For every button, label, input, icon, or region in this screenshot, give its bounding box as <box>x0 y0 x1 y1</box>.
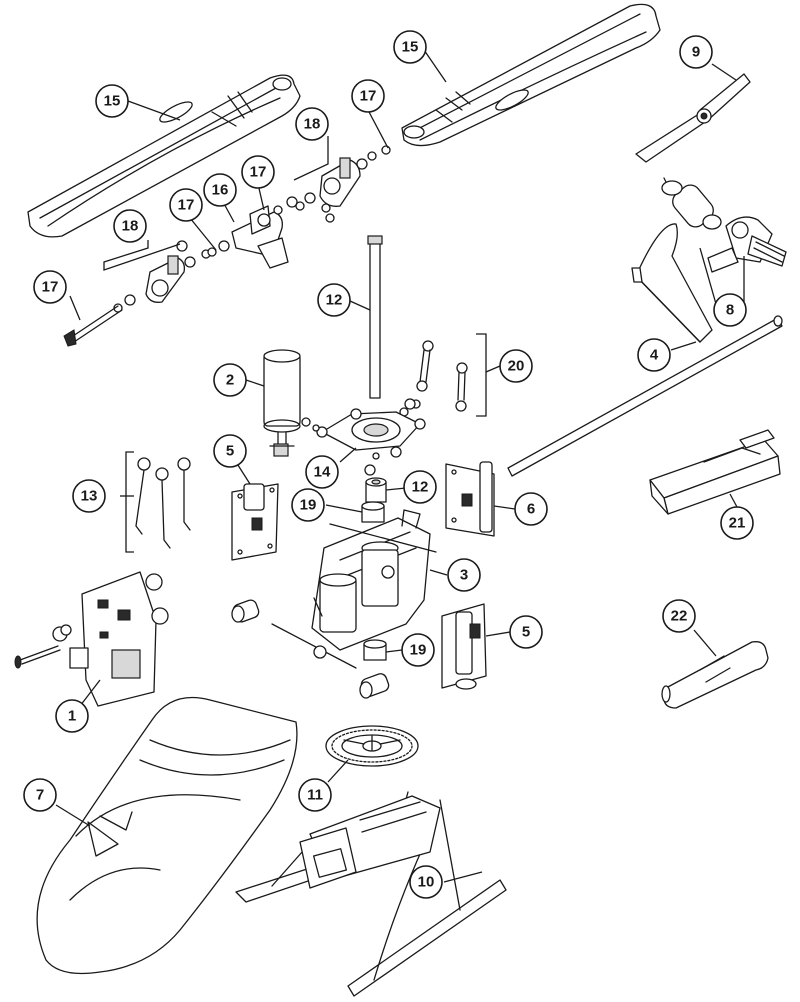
servo-right <box>445 461 495 537</box>
callout-16-hub: 16 <box>203 173 237 207</box>
callout-15-left-blade: 15 <box>95 84 129 118</box>
callout-15-right-blade: 15 <box>393 30 427 64</box>
svg-text:1: 1 <box>68 708 76 725</box>
bearing-12 <box>365 477 387 503</box>
callout-5-servo-lower: 5 <box>509 615 543 649</box>
bracket-20 <box>476 333 487 417</box>
servo-links <box>399 340 468 417</box>
svg-text:17: 17 <box>42 279 59 296</box>
callout-13-pushrods: 13 <box>72 479 106 513</box>
callout-17-upper: 17 <box>351 79 385 113</box>
svg-text:7: 7 <box>36 787 44 804</box>
tail-rotor <box>635 73 751 163</box>
canopy <box>36 696 298 975</box>
svg-text:20: 20 <box>508 358 525 375</box>
svg-text:8: 8 <box>726 302 734 319</box>
callout-22-screwdriver: 22 <box>662 599 696 633</box>
svg-text:10: 10 <box>418 874 435 891</box>
callout-10-landing-gear: 10 <box>409 865 443 899</box>
callout-12-bearing: 12 <box>403 470 437 504</box>
callout-5-servo-left: 5 <box>213 434 247 468</box>
callout-3-frame: 3 <box>447 558 481 592</box>
blade-grip-right <box>295 145 391 223</box>
callout-6-servo-right: 6 <box>514 492 548 526</box>
main-blade-left <box>27 74 301 238</box>
board-screw <box>14 624 72 669</box>
callout-9-tail-rotor: 9 <box>679 35 713 69</box>
tail-boom <box>507 315 783 477</box>
svg-text:21: 21 <box>729 515 746 532</box>
main-gear <box>325 725 419 767</box>
callout-20-links: 20 <box>499 349 533 383</box>
svg-text:5: 5 <box>522 624 530 641</box>
svg-text:13: 13 <box>81 488 98 505</box>
callout-2-motor: 2 <box>213 363 247 397</box>
svg-text:18: 18 <box>122 218 139 235</box>
svg-text:3: 3 <box>460 567 468 584</box>
callout-17-left: 17 <box>169 188 203 222</box>
callout-7-canopy: 7 <box>23 778 57 812</box>
battery <box>649 429 781 515</box>
svg-text:15: 15 <box>402 39 419 56</box>
callout-17-bolt: 17 <box>33 270 67 304</box>
svg-text:5: 5 <box>226 443 234 460</box>
tail-motor <box>661 177 722 230</box>
svg-text:9: 9 <box>692 44 700 61</box>
svg-text:12: 12 <box>326 292 343 309</box>
screwdriver <box>661 641 769 709</box>
svg-text:22: 22 <box>671 608 688 625</box>
callout-21-battery: 21 <box>720 506 754 540</box>
callout-18-right-grip: 18 <box>295 107 329 141</box>
pushrods <box>135 457 191 549</box>
landing-gear <box>235 791 507 997</box>
svg-text:11: 11 <box>307 787 323 804</box>
callout-12-main-shaft: 12 <box>317 283 351 317</box>
callout-4-fin: 4 <box>637 338 671 372</box>
servo-left <box>231 483 279 561</box>
vertical-fin <box>631 223 713 343</box>
svg-text:14: 14 <box>314 464 331 481</box>
main-motor <box>263 349 301 457</box>
bolt-left <box>63 305 123 347</box>
bracket-13 <box>125 451 134 553</box>
svg-text:4: 4 <box>650 347 659 364</box>
callout-1-board: 1 <box>55 699 89 733</box>
pinion-lower <box>359 673 390 699</box>
leader-lines <box>55 46 745 883</box>
svg-text:12: 12 <box>412 479 429 496</box>
pinion-left <box>231 599 260 623</box>
main-shaft <box>367 235 383 399</box>
svg-text:17: 17 <box>360 88 377 105</box>
svg-text:17: 17 <box>250 164 267 181</box>
svg-text:17: 17 <box>178 197 195 214</box>
tail-motor-mount <box>707 216 787 273</box>
callout-8-tail-motor: 8 <box>713 293 747 327</box>
svg-text:2: 2 <box>226 372 234 389</box>
callout-19-lower: 19 <box>401 633 435 667</box>
svg-text:19: 19 <box>410 642 427 659</box>
callout-11-main-gear: 11 <box>298 778 332 812</box>
swashplate <box>301 398 426 476</box>
servo-lower <box>441 603 487 690</box>
svg-text:6: 6 <box>527 501 535 518</box>
callout-14-swashplate: 14 <box>305 455 339 489</box>
bearing-19-upper <box>361 501 385 523</box>
callout-18-left-grip: 18 <box>113 209 147 243</box>
svg-text:18: 18 <box>304 116 321 133</box>
main-blade-right <box>401 3 661 147</box>
bearing-19-lower <box>363 639 387 661</box>
control-board <box>69 571 169 707</box>
rotor-head-hub <box>207 196 298 269</box>
main-frame <box>271 509 437 669</box>
callout-17-middle: 17 <box>241 155 275 189</box>
svg-text:19: 19 <box>300 497 317 514</box>
svg-text:15: 15 <box>104 93 121 110</box>
blade-grip-left <box>113 240 211 313</box>
svg-text:16: 16 <box>212 182 229 199</box>
callout-19-upper: 19 <box>291 488 325 522</box>
